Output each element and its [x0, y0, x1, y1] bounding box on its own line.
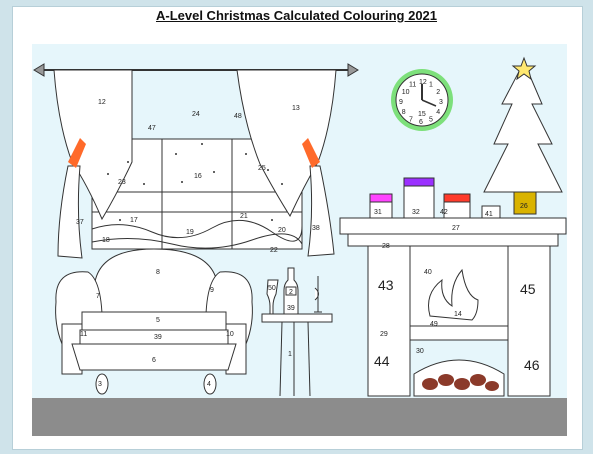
clock-numeral: 8 [402, 109, 406, 116]
region-label: 43 [378, 277, 394, 293]
drape-right [307, 165, 335, 257]
region-label: 47 [148, 125, 156, 132]
clock-numeral: 3 [439, 99, 443, 106]
clock-numeral: 12 [419, 79, 427, 86]
logs [422, 374, 499, 391]
region-label: 18 [102, 237, 110, 244]
region-label: 45 [520, 281, 536, 297]
clock-numeral: 9 [399, 99, 403, 106]
region-label: 8 [156, 269, 160, 276]
region-label: 21 [240, 213, 248, 220]
side-table [261, 267, 333, 397]
region-label: 31 [374, 209, 382, 216]
region-label: 29 [380, 331, 388, 338]
region-label: 3 [98, 381, 102, 388]
fireplace [339, 217, 567, 397]
region-label: 39 [154, 334, 162, 341]
region-label: 24 [192, 111, 200, 118]
region-label: 15 [418, 111, 426, 118]
region-label: 12 [98, 99, 106, 106]
region-label: 50 [268, 285, 276, 292]
region-label: 16 [194, 173, 202, 180]
christmas-tree [483, 56, 563, 215]
region-label: 7 [96, 293, 100, 300]
region-label: 9 [210, 287, 214, 294]
region-numbers: 12 13 47 48 24 23 16 25 17 18 19 21 20 2… [76, 99, 540, 388]
clock-numeral: 10 [402, 89, 410, 96]
armchair [55, 248, 253, 395]
clock-numeral: 4 [436, 109, 440, 116]
wine-glass [266, 279, 279, 315]
region-label: 13 [292, 105, 300, 112]
region-label: 37 [76, 219, 84, 226]
clock [391, 69, 453, 131]
region-label: 39 [287, 305, 295, 312]
region-label: 41 [485, 211, 493, 218]
tieback-right [302, 138, 320, 168]
region-label: 22 [270, 247, 278, 254]
snowflakes [107, 143, 283, 221]
region-label: 49 [430, 321, 438, 328]
page-title: A-Level Christmas Calculated Colouring 2… [155, 8, 438, 23]
clock-numeral: 6 [419, 119, 423, 126]
region-label: 19 [186, 229, 194, 236]
curtain-left [53, 69, 133, 221]
region-label: 23 [118, 179, 126, 186]
region-label: 28 [382, 243, 390, 250]
clock-numeral: 1 [429, 82, 433, 89]
region-label: 20 [278, 227, 286, 234]
region-label: 30 [416, 348, 424, 355]
clock-numeral: 2 [436, 89, 440, 96]
clock-numeral: 5 [429, 116, 433, 123]
colouring-scene: 12 13 47 48 24 23 16 25 17 18 19 21 20 2… [32, 44, 567, 436]
clock-numeral: 7 [409, 116, 413, 123]
rod-finial-left-icon [33, 63, 45, 77]
region-label: 42 [440, 209, 448, 216]
region-label: 38 [312, 225, 320, 232]
region-label: 11 [80, 331, 87, 338]
region-label: 17 [130, 217, 138, 224]
candlestick [314, 276, 322, 313]
region-label: 40 [424, 269, 432, 276]
region-label: 2 [289, 289, 293, 296]
region-label: 46 [524, 357, 540, 373]
region-label: 25 [258, 165, 266, 172]
star-icon [511, 56, 537, 81]
floor [32, 398, 567, 436]
region-label: 1 [288, 351, 292, 358]
region-label: 32 [412, 209, 420, 216]
region-label: 26 [520, 203, 528, 210]
tieback-left [68, 138, 86, 168]
curtain-right [236, 69, 337, 218]
flame [428, 268, 479, 321]
region-label: 27 [452, 225, 460, 232]
region-label: 14 [454, 311, 462, 318]
region-label: 4 [207, 381, 211, 388]
region-label: 48 [234, 113, 242, 120]
region-label: 44 [374, 353, 390, 369]
drape-left [57, 165, 83, 259]
region-label: 6 [152, 357, 156, 364]
region-label: 10 [226, 331, 234, 338]
clock-numeral: 11 [409, 82, 416, 89]
presents [369, 177, 501, 219]
region-label: 5 [156, 317, 160, 324]
rod-finial-right-icon [347, 63, 359, 77]
